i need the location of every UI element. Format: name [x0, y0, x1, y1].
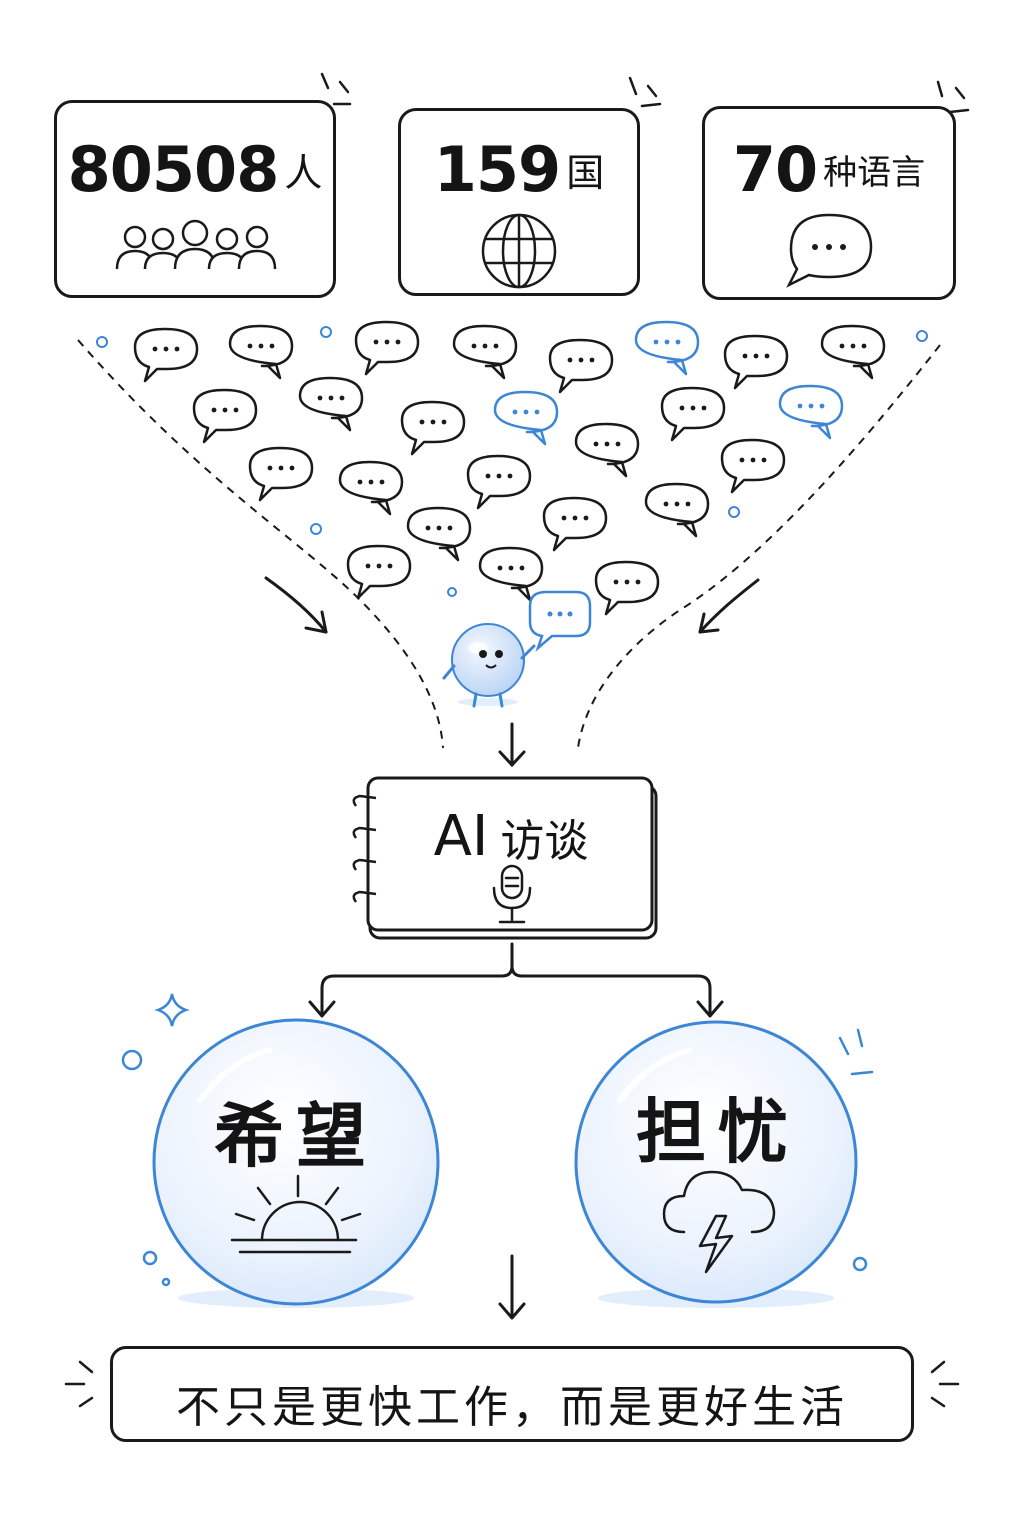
chat-bubble-icon	[574, 422, 640, 478]
chat-bubble-icon	[644, 482, 710, 538]
chat-bubble-icon	[466, 454, 532, 510]
split-arrows	[308, 942, 724, 1320]
chat-bubbles-cloud	[133, 320, 886, 616]
chat-bubble-icon	[400, 400, 466, 456]
chat-bubble-icon	[478, 546, 544, 602]
chat-bubble-icon	[720, 438, 786, 494]
chat-bubble-icon	[452, 324, 518, 380]
storm-cloud-icon	[662, 1170, 776, 1274]
chat-bubble-icon	[228, 324, 294, 380]
chat-bubble-icon	[594, 560, 660, 616]
chat-bubble-icon	[133, 327, 199, 383]
chat-bubble-icon	[346, 544, 412, 600]
chat-bubble-icon	[723, 334, 789, 390]
stat-languages-number: 70	[732, 133, 818, 206]
stat-people-unit: 人	[284, 151, 323, 195]
chat-bubble-icon	[338, 460, 404, 516]
hope-bubble-shape	[152, 1018, 440, 1308]
arrow-to-interview	[498, 722, 526, 768]
chat-bubble-icon	[820, 324, 886, 380]
stat-countries-unit: 国	[566, 151, 605, 195]
stat-languages-unit: 种语言	[823, 153, 926, 193]
interview-ai-label: AI	[433, 804, 489, 869]
mascot-speech-bubble	[528, 590, 592, 652]
chat-bubble-icon	[778, 384, 844, 440]
decor-dots	[96, 326, 928, 597]
chat-bubble-icon	[248, 446, 314, 502]
conclusion-banner: 不只是更快工作，而是更好生活	[110, 1346, 914, 1442]
stat-countries-number: 159	[433, 133, 561, 206]
spiral-binding	[352, 794, 377, 903]
chat-bubble-icon	[298, 376, 364, 432]
chat-bubble-icon	[192, 388, 258, 444]
worry-label: 担忧	[636, 1091, 800, 1173]
chat-bubble-icon	[406, 506, 472, 562]
notebook-frame	[352, 776, 658, 940]
chat-bubble-icon	[493, 390, 559, 446]
globe-icon	[481, 213, 557, 289]
funnel-arrows	[264, 576, 760, 634]
interview-word: 访谈	[500, 815, 589, 867]
sparkle-ticks	[320, 72, 970, 114]
mascot-character	[442, 623, 536, 708]
hope-label: 希望	[214, 1095, 378, 1177]
chat-bubble-icon	[660, 386, 726, 442]
outcome-decorations	[121, 993, 874, 1287]
sunrise-icon	[230, 1174, 362, 1254]
conclusion-text: 不只是更快工作，而是更好生活	[176, 1382, 848, 1433]
speech-bubble-icon	[786, 213, 873, 288]
people-group-icon	[115, 219, 277, 270]
stat-people-number: 80508	[67, 133, 280, 206]
chat-bubble-icon	[542, 496, 608, 552]
chat-bubble-icon	[634, 320, 700, 376]
chat-bubble-icon	[354, 320, 420, 376]
chat-bubble-icon	[548, 338, 614, 394]
worry-bubble-shape	[574, 1020, 858, 1308]
funnel-dashed-lines	[77, 339, 941, 749]
microphone-icon	[492, 864, 532, 924]
banner-ticks	[64, 1360, 960, 1408]
